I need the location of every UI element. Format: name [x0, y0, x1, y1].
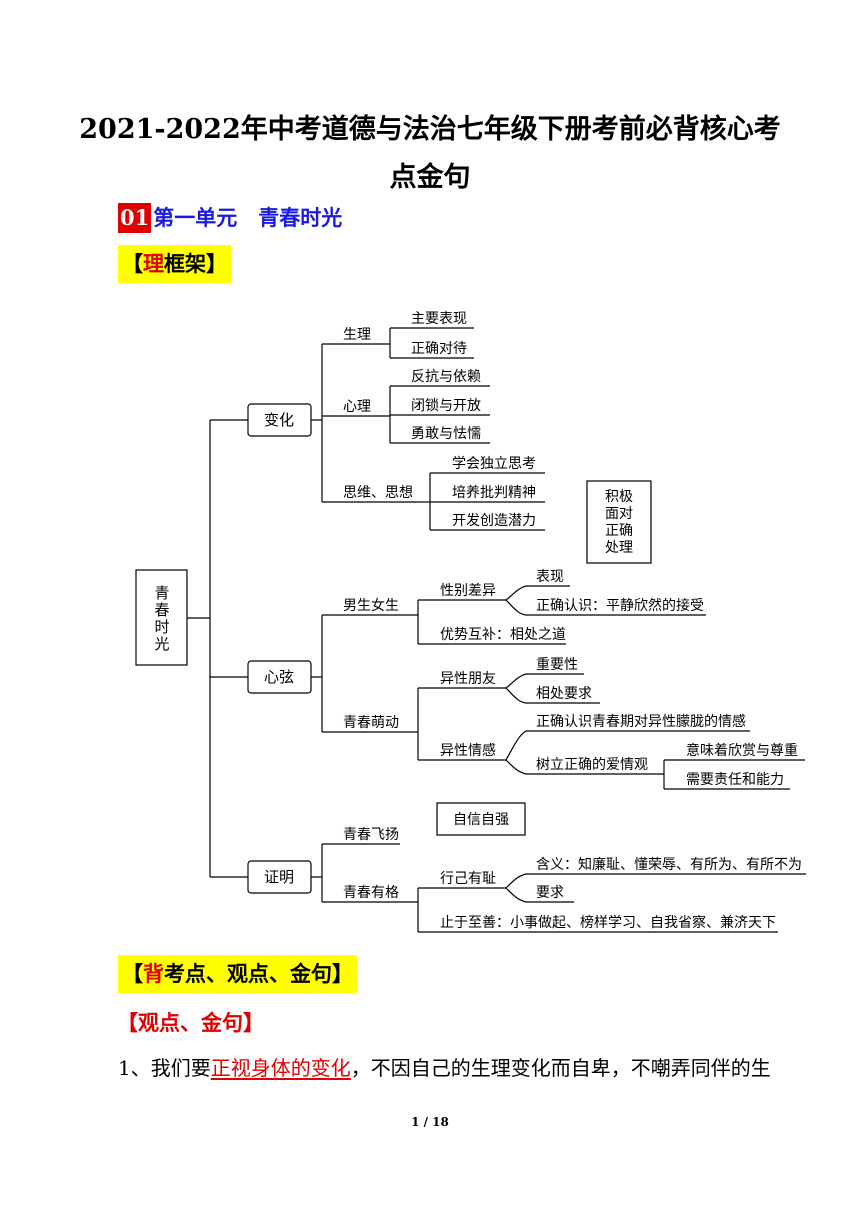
node-physio-1: 主要表现 — [411, 311, 467, 327]
paragraph-1-after: ，不因自己的生理变化而自卑，不嘲弄同伴的生 — [350, 1056, 771, 1080]
unit-number: 01 — [118, 203, 152, 233]
paragraph-1-before: 1、我们要 — [118, 1056, 211, 1080]
node-character: 青春有格 — [343, 885, 399, 901]
node-boys-girls: 男生女生 — [343, 597, 399, 614]
root-label-line1: 青 — [154, 584, 169, 602]
root-label-line2: 春 — [154, 601, 169, 619]
node-psycho-3: 勇敢与怯懦 — [411, 425, 481, 442]
node-friends-2: 相处要求 — [536, 686, 592, 702]
node-physio-2: 正确对待 — [411, 341, 467, 357]
node-psycho-2: 闭锁与开放 — [411, 398, 481, 414]
node-thinking: 思维、思想 — [343, 485, 413, 501]
framework-heading: 【理框架】 — [118, 245, 231, 283]
node-gender-2: 正确认识：平静欣然的接受 — [536, 597, 704, 614]
node-complement: 优势互补：相处之道 — [440, 627, 566, 643]
node-fly: 青春飞扬 — [343, 827, 399, 843]
node-feelings: 异性情感 — [440, 742, 496, 759]
points-heading-rest: 考点、观点、金句】 — [164, 961, 353, 986]
branch-heart: 心弦 — [264, 668, 294, 686]
points-heading-open: 【 — [122, 961, 143, 986]
confident-box: 自信自强 — [453, 812, 509, 828]
page-title: 2021-2022年中考道德与法治七年级下册考前必背核心考点金句 — [79, 114, 781, 193]
node-physio: 生理 — [343, 327, 371, 343]
node-thinking-1: 学会独立思考 — [452, 456, 536, 472]
node-psycho-1: 反抗与依赖 — [411, 369, 481, 385]
mind-map: 青 春 时 光 变化 心弦 证明 积极 面对 正确 处理 自信自强 生理 主要表… — [135, 311, 806, 933]
unit-name: 第一单元 青春时光 — [153, 205, 343, 230]
node-thinking-3: 开发创造潜力 — [452, 513, 536, 529]
paragraph-1: 1、我们要正视身体的变化，不因自己的生理变化而自卑，不嘲弄同伴的生 — [118, 1052, 771, 1084]
points-heading-mark: 背 — [143, 961, 164, 986]
node-friends: 异性朋友 — [440, 671, 496, 687]
side-box-line3: 正确 — [605, 523, 633, 539]
node-friends-1: 重要性 — [536, 657, 578, 673]
node-feelings-1: 正确认识青春期对异性朦胧的情感 — [536, 713, 746, 730]
node-love-1: 意味着欣赏与尊重 — [686, 742, 798, 759]
points-heading: 【背考点、观点、金句】 — [118, 955, 357, 993]
node-thinking-2: 培养批判精神 — [452, 485, 536, 501]
node-shame: 行己有耻 — [440, 871, 496, 887]
side-box-line1: 积极 — [605, 489, 633, 505]
side-box-line4: 处理 — [605, 540, 633, 556]
subheading: 【观点、金句】 — [117, 1010, 264, 1035]
node-youth-bud: 青春萌动 — [343, 715, 399, 731]
node-psycho: 心理 — [343, 399, 371, 415]
node-shame-2: 要求 — [536, 885, 564, 901]
root-label-line3: 时 — [154, 618, 169, 636]
framework-heading-rest: 框架】 — [164, 251, 227, 276]
root-label-line4: 光 — [154, 635, 169, 653]
node-feelings-2: 树立正确的爱情观 — [536, 757, 648, 773]
node-goodness: 止于至善：小事做起、榜样学习、自我省察、兼济天下 — [440, 914, 776, 931]
unit-heading: 01 第一单元 青春时光 — [118, 203, 342, 233]
node-shame-1: 含义：知廉耻、懂荣辱、有所为、有所不为 — [536, 856, 802, 873]
node-gender-diff: 性别差异 — [440, 583, 496, 599]
side-box-line2: 面对 — [605, 506, 633, 522]
node-gender-1: 表现 — [536, 569, 564, 585]
framework-heading-mark: 理 — [143, 251, 164, 276]
branch-proof: 证明 — [264, 868, 294, 886]
node-love-2: 需要责任和能力 — [686, 772, 784, 788]
page-number: 1 / 18 — [411, 1115, 449, 1129]
paragraph-1-underlined: 正视身体的变化 — [210, 1056, 351, 1080]
branch-change: 变化 — [264, 411, 294, 429]
framework-heading-open: 【 — [122, 251, 143, 276]
